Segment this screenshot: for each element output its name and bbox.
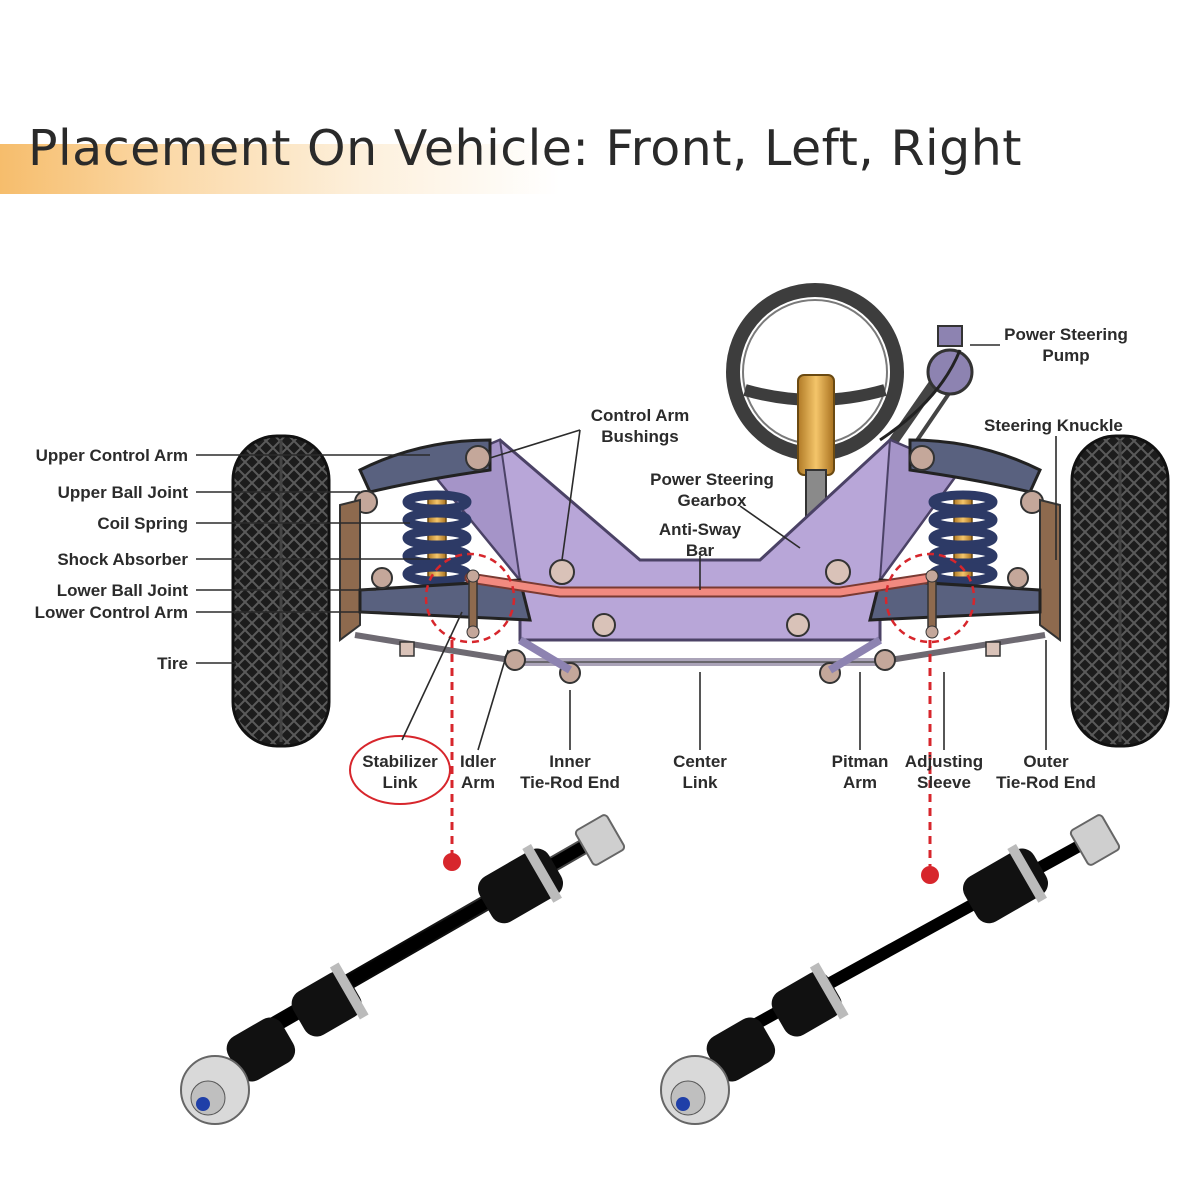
label-lower-ball-joint: Lower Ball Joint xyxy=(56,581,188,600)
left-upper-control-arm xyxy=(354,438,492,514)
stabilizer-link-on-vehicle-right xyxy=(925,569,939,639)
label-upper-control-arm: Upper Control Arm xyxy=(35,446,188,465)
label-shock-absorber: Shock Absorber xyxy=(57,550,188,569)
right-coil-spring xyxy=(928,490,998,591)
title-banner: Placement On Vehicle: Front, Left, Right xyxy=(0,120,1200,194)
left-tire xyxy=(231,434,331,748)
label-tire: Tire xyxy=(157,654,188,673)
label-upper-ball-joint: Upper Ball Joint xyxy=(57,483,188,502)
label-steering-knuckle: Steering Knuckle xyxy=(984,416,1123,435)
left-steering-knuckle xyxy=(339,498,361,642)
label-lower-control-arm: Lower Control Arm xyxy=(34,603,188,622)
left-lower-control-arm xyxy=(358,567,532,622)
left-coil-spring xyxy=(402,490,472,591)
stabilizer-link-product-right xyxy=(660,814,1121,1125)
page-title: Placement On Vehicle: Front, Left, Right xyxy=(28,120,1022,177)
steering-linkage xyxy=(354,632,1046,684)
leader-lines xyxy=(196,344,1057,751)
stabilizer-highlight-circles xyxy=(349,552,976,884)
title-accent-gradient xyxy=(0,144,560,194)
stabilizer-link-product-left xyxy=(180,814,626,1125)
right-lower-control-arm xyxy=(868,567,1042,622)
stabilizer-link-on-vehicle-left xyxy=(466,569,480,639)
right-steering-knuckle xyxy=(1039,498,1061,642)
right-upper-control-arm xyxy=(908,438,1044,514)
frame-bolts xyxy=(549,559,851,637)
label-coil-spring: Coil Spring xyxy=(97,514,188,533)
anti-sway-bar xyxy=(464,572,936,598)
right-tire xyxy=(1070,434,1170,748)
